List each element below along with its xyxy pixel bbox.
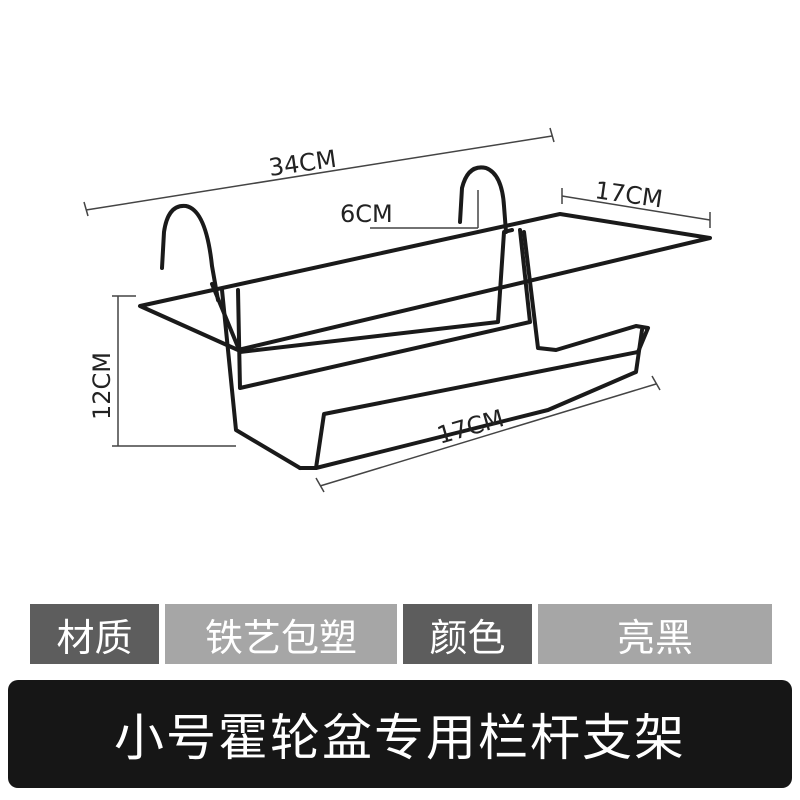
hook-label: 6CM: [340, 200, 393, 228]
depth-top-label: 17CM: [593, 176, 664, 213]
product-title: 小号霍轮盆专用栏杆支架: [8, 680, 792, 788]
top-rim: [138, 212, 712, 352]
depth-top-dim-line: [561, 195, 711, 221]
spec-row: 材质 铁艺包塑 颜色 亮黑: [30, 604, 773, 664]
left-leg-inner: [236, 228, 532, 390]
color-value: 亮黑: [537, 604, 773, 664]
width-label: 34CM: [267, 145, 338, 182]
left-hook: [160, 203, 220, 302]
depth-bottom-label: 17CM: [434, 404, 507, 450]
width-dim-line: [85, 135, 553, 211]
material-label: 材质: [30, 604, 159, 664]
product-diagram: 34CM 6CM 17CM 12CM 17CM: [83, 127, 712, 493]
depth-bottom-dim-line: [319, 383, 657, 487]
front-basket: [210, 228, 514, 354]
color-label: 颜色: [403, 604, 532, 664]
height-label: 12CM: [88, 352, 116, 420]
right-hook: [458, 165, 508, 234]
left-leg: [220, 288, 302, 470]
bottom-frame: [298, 230, 650, 470]
dimension-lines: [83, 127, 711, 493]
bracket-illustration: [138, 165, 712, 470]
bottom-rail: [314, 328, 644, 470]
material-value: 铁艺包塑: [164, 604, 398, 664]
